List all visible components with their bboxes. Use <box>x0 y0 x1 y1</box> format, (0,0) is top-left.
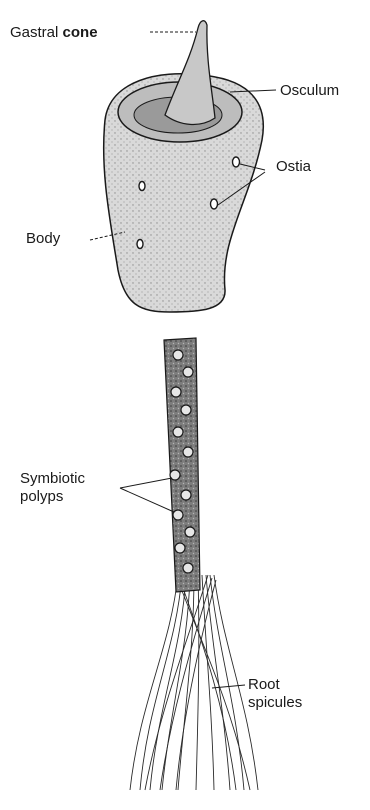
label-gastral-prefix: Gastral <box>10 24 58 41</box>
label-cone-suffix: cone <box>63 24 98 41</box>
label-osculum: Osculum <box>280 82 339 99</box>
root-spicules <box>130 575 258 790</box>
label-root: Root <box>248 676 280 693</box>
label-ostia: Ostia <box>276 158 311 175</box>
label-gastral-cone: Gastral cone <box>10 24 98 41</box>
label-polyps: polyps <box>20 488 63 505</box>
label-symbiotic: Symbiotic <box>20 470 85 487</box>
stalk <box>164 338 200 592</box>
label-body: Body <box>26 230 60 247</box>
label-spicules: spicules <box>248 694 302 711</box>
gastral-cone <box>165 21 215 125</box>
